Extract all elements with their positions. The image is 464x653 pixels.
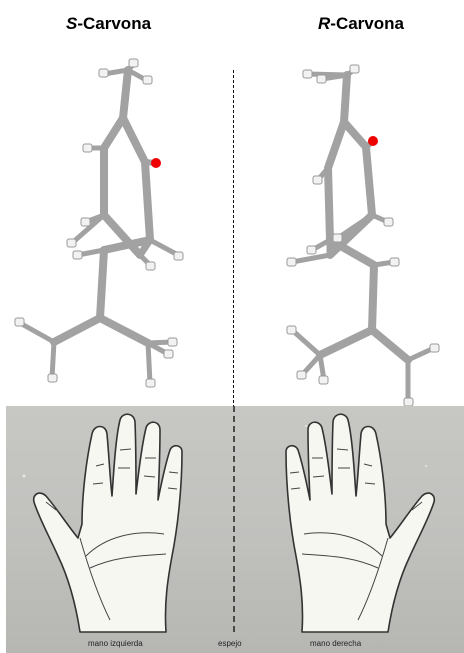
r-carvona-name: -Carvona <box>330 14 404 33</box>
r-carvona-prefix: R <box>318 14 330 33</box>
right-hand-caption: mano derecha <box>310 639 361 648</box>
r-carvona-molecule-model <box>232 50 464 410</box>
s-carvona-molecule-model <box>0 50 232 410</box>
s-carvona-name: -Carvona <box>77 14 151 33</box>
mirror-caption: espejo <box>218 639 242 648</box>
s-carvona-title: S-Carvona <box>66 14 151 34</box>
hands-mirror-illustration: mano izquierda espejo mano derecha <box>6 406 464 653</box>
s-carvona-prefix: S <box>66 14 77 33</box>
oxygen-atom <box>368 136 378 146</box>
right-hand <box>286 414 434 632</box>
r-carvona-title: R-Carvona <box>318 14 404 34</box>
left-hand <box>34 414 182 632</box>
hands-drawing <box>6 406 464 653</box>
left-hand-caption: mano izquierda <box>88 639 143 648</box>
oxygen-atom <box>151 158 161 168</box>
